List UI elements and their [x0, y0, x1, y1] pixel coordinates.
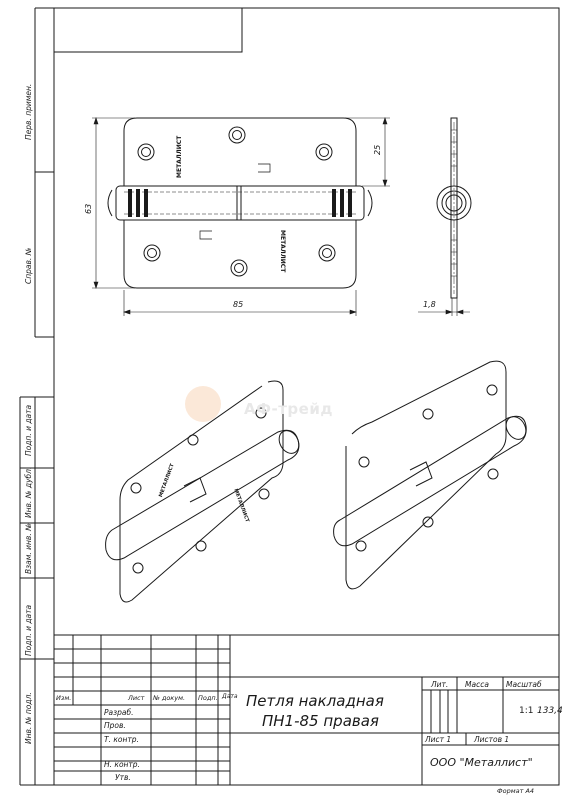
title-block-lines: [54, 634, 559, 785]
row-utv: Утв.: [115, 773, 131, 782]
title-line-1: Петля накладная: [246, 692, 384, 710]
side-label-vzam: Взам. инв. №: [24, 523, 33, 574]
sheets-label: Листов 1: [474, 735, 510, 744]
col-izm: Изм.: [56, 694, 72, 702]
drawing-frame: [53, 7, 560, 786]
side-label-podp2: Подп. и дата: [24, 604, 33, 656]
scale-label: Масштаб: [506, 680, 542, 689]
title-line-2: ПН1-85 правая: [262, 712, 379, 730]
side-label-perv: Перв. примен.: [24, 83, 33, 140]
side-label-inv-podl: Инв. № подл.: [24, 692, 33, 744]
row-tkontr: Т. контр.: [104, 735, 139, 744]
row-nkontr: Н. контр.: [104, 760, 140, 769]
scale-value: 1:1: [519, 706, 534, 716]
left-margin: [19, 7, 54, 786]
watermark-text: АФ-трейд: [244, 400, 333, 418]
side-label-sprav: Справ. №: [24, 247, 33, 285]
hinge-label-bottom: МЕТАЛЛИСТ: [279, 230, 286, 273]
col-doc: № докум.: [153, 694, 186, 702]
col-sign: Подп.: [198, 694, 218, 702]
row-prov: Пров.: [104, 721, 126, 730]
top-left-box: [54, 8, 243, 53]
side-label-inv-dubl: Инв. № дубл.: [24, 466, 33, 518]
dim-thickness: 1,8: [423, 300, 436, 309]
lit-label: Лит.: [431, 680, 449, 689]
hinge-iso-right: [333, 360, 527, 590]
col-list: Лист: [128, 694, 145, 702]
sheet-label: Лист 1: [425, 735, 452, 744]
dim-offset: 25: [373, 144, 382, 155]
side-label-podp1: Подп. и дата: [24, 404, 33, 456]
org-name: ООО "Металлист": [430, 756, 533, 769]
dim-width: 85: [233, 300, 244, 309]
hinge-iso-left: [105, 380, 300, 603]
col-date: Дата: [222, 693, 238, 700]
mass-label: Масса: [465, 680, 489, 689]
dimension-lines: [92, 117, 470, 316]
hinge-label-top: МЕТАЛЛИСТ: [176, 135, 183, 178]
dim-height: 63: [84, 203, 93, 214]
hinge-side-view: [436, 117, 472, 299]
hinge-holes: [137, 126, 336, 277]
watermark-logo-icon: [185, 386, 221, 422]
hinge-front-view: [107, 117, 373, 289]
row-razrab: Разраб.: [104, 708, 134, 717]
mass-value: 133,4: [537, 706, 563, 716]
format-label: Формат А4: [497, 787, 535, 795]
